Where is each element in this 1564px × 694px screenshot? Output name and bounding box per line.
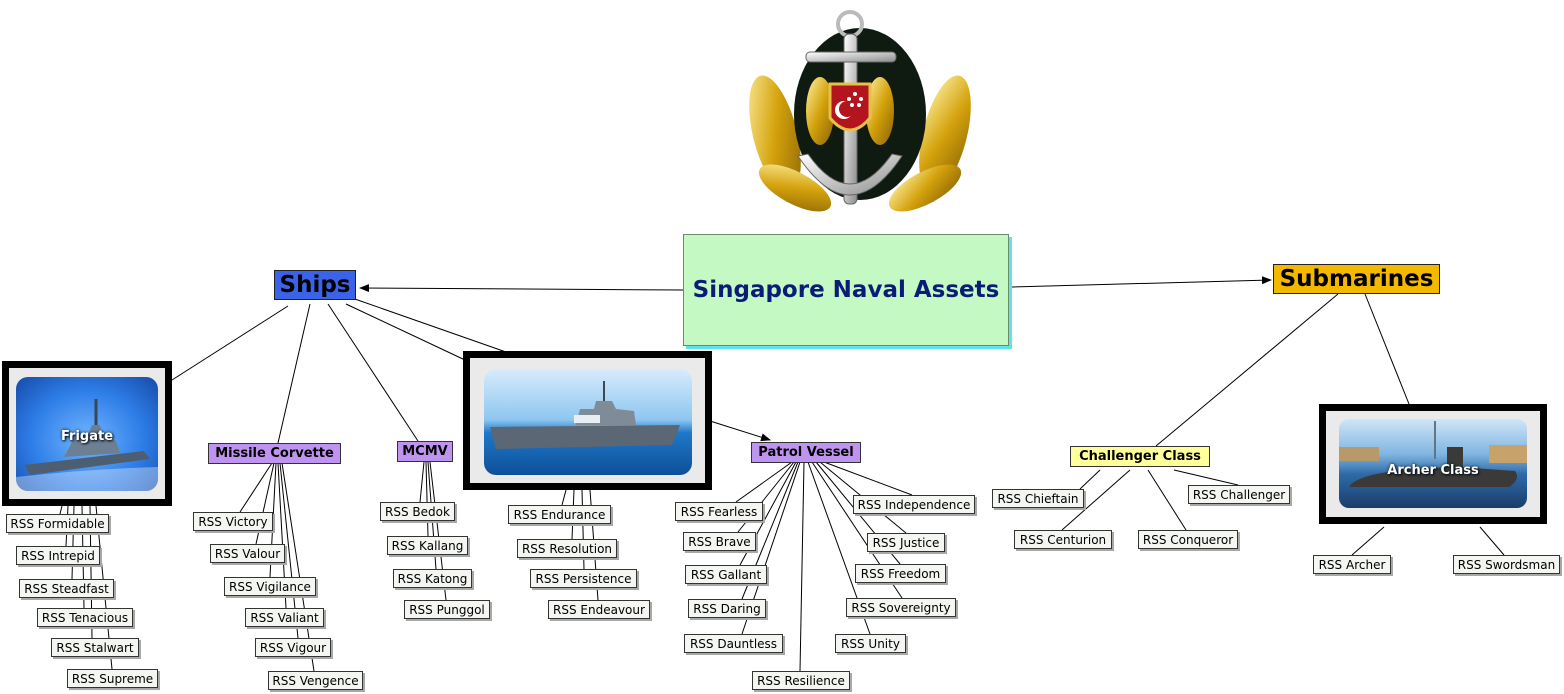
leaf-rss-unity[interactable]: RSS Unity [835,634,906,653]
line-root-submarines [1011,276,1272,288]
leaf-rss-punggol[interactable]: RSS Punggol [404,600,490,619]
archer-class-photo: Archer Class [1319,404,1547,524]
leaf-rss-supreme[interactable]: RSS Supreme [67,669,158,688]
leaf-rss-freedom[interactable]: RSS Freedom [855,564,946,583]
line-root-ships [359,284,684,293]
leaf-rss-tenacious[interactable]: RSS Tenacious [37,608,133,627]
wreath-right-icon [888,75,971,212]
leaf-rss-persistence[interactable]: RSS Persistence [530,569,637,588]
leaf-rss-archer[interactable]: RSS Archer [1313,555,1391,574]
leaf-rss-steadfast[interactable]: RSS Steadfast [19,579,114,598]
missile-corvette-node[interactable]: Missile Corvette [208,443,341,464]
line-ships-lst [345,303,466,361]
leaf-rss-formidable[interactable]: RSS Formidable [6,514,109,533]
patrol-vessel-node[interactable]: Patrol Vessel [751,442,861,463]
leaf-rss-dauntless[interactable]: RSS Dauntless [684,634,783,653]
line-lst-patrol [709,420,771,442]
leaf-rss-justice[interactable]: RSS Justice [867,533,945,552]
submarines-node[interactable]: Submarines [1273,264,1440,294]
frigate-caption: Frigate [60,429,114,444]
leaf-rss-victory[interactable]: RSS Victory [193,512,273,531]
leaf-rss-intrepid[interactable]: RSS Intrepid [16,546,100,565]
root-node[interactable]: Singapore Naval Assets [683,234,1009,346]
leaf-rss-katong[interactable]: RSS Katong [393,569,472,588]
leaf-rss-valiant[interactable]: RSS Valiant [245,608,324,627]
leaf-rss-resilience[interactable]: RSS Resilience [752,671,850,690]
leaf-rss-vengence[interactable]: RSS Vengence [268,671,363,690]
leaf-rss-brave[interactable]: RSS Brave [683,532,756,551]
leaf-rss-fearless[interactable]: RSS Fearless [675,502,763,521]
leaf-rss-vigour[interactable]: RSS Vigour [255,638,331,657]
leaf-rss-independence[interactable]: RSS Independence [853,495,975,514]
navy-emblem-logo [749,10,971,212]
leaf-rss-stalwart[interactable]: RSS Stalwart [51,638,139,657]
leaf-rss-challenger[interactable]: RSS Challenger [1188,485,1290,504]
line-subs-archer [1364,293,1410,405]
leaf-rss-chieftain[interactable]: RSS Chieftain [992,489,1084,508]
leaf-rss-gallant[interactable]: RSS Gallant [685,565,767,584]
frigate-photo: Frigate [2,361,172,506]
leaf-rss-centurion[interactable]: RSS Centurion [1014,530,1112,549]
line-ships-mcmv [327,303,419,442]
line-ships-lst-2 [351,297,507,353]
leaf-rss-kallang[interactable]: RSS Kallang [387,536,468,555]
wreath-left-icon [749,75,832,212]
leaf-rss-sovereignty[interactable]: RSS Sovereignty [846,598,956,617]
leaf-rss-vigilance[interactable]: RSS Vigilance [224,577,316,596]
frigate-ship-icon [16,399,158,491]
leaf-rss-conqueror[interactable]: RSS Conqueror [1138,530,1238,549]
crest-shield-icon [828,82,872,132]
lst-photo [463,351,712,490]
leaf-rss-endeavour[interactable]: RSS Endeavour [548,600,650,619]
leaf-rss-valour[interactable]: RSS Valour [210,544,285,563]
ships-node[interactable]: Ships [274,270,356,300]
lst-ship-icon [490,381,680,449]
mcmv-node[interactable]: MCMV [397,441,453,462]
line-ships-corvette [277,303,311,444]
leaf-rss-endurance[interactable]: RSS Endurance [508,505,611,524]
line-subs-challenger [1155,293,1339,447]
leaf-rss-bedok[interactable]: RSS Bedok [380,502,455,521]
challenger-class-node[interactable]: Challenger Class [1070,446,1210,467]
leaf-rss-resolution[interactable]: RSS Resolution [517,539,617,558]
lions-icon [806,77,894,145]
leaf-rss-daring[interactable]: RSS Daring [688,599,766,618]
archer-class-caption: Archer Class [1387,463,1479,478]
submarine-icon [1339,421,1527,487]
leaf-rss-swordsman[interactable]: RSS Swordsman [1453,555,1560,574]
line-ships-frigate [171,305,289,381]
